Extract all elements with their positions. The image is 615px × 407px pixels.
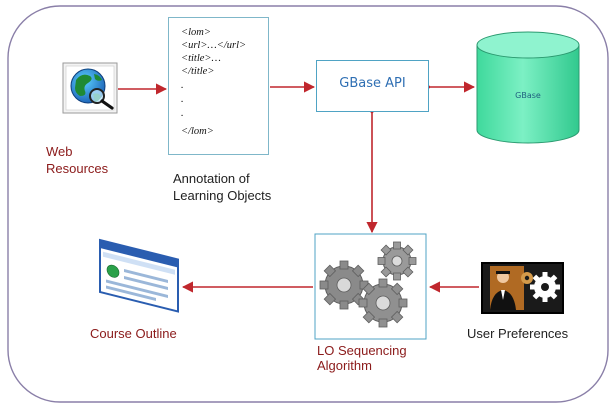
gbase-database <box>476 31 580 144</box>
user-preferences-label: User Preferences <box>467 326 569 341</box>
annotation-line: </lom> <box>181 126 214 137</box>
annotation-line: . <box>181 94 184 105</box>
annotation-line: . <box>181 80 184 91</box>
annotation-line: </title> <box>181 66 215 77</box>
annotation-line: . <box>181 108 184 119</box>
gbase-db-label: GBase <box>515 91 541 100</box>
businessman-gears-icon <box>481 262 564 314</box>
lo-sequencing-label: LO Sequencing Algorithm <box>317 343 407 373</box>
web-resources-label: Web Resources <box>46 144 109 176</box>
annotation-box: <lom> <url>…</url> <title>… </title> . .… <box>168 17 269 155</box>
annotation-label: Annotation of Learning Objects <box>173 171 272 203</box>
annotation-line: <url>…</url> <box>181 40 247 51</box>
globe-magnifier-icon <box>62 62 118 114</box>
annotation-line: <lom> <box>181 27 211 38</box>
gears-icon <box>319 241 417 328</box>
annotation-line: <title>… <box>181 53 221 64</box>
gbase-api-box: GBase API <box>316 60 429 112</box>
gbase-api-label: GBase API <box>339 76 406 91</box>
browser-window-icon <box>99 238 179 313</box>
course-outline-label: Course Outline <box>90 326 177 341</box>
